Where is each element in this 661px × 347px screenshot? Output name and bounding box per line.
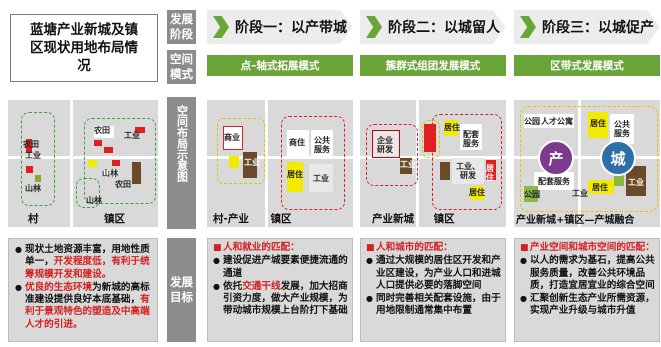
map1-caption: 村-产业 镇区 — [213, 213, 292, 225]
stage3-target-panel: 产业空间和城市空间的匹配： 以人的需求为基石，提高公共服务质量，改善公共环境品质… — [514, 238, 660, 342]
current-status-panel: 现状土地资源丰富，用地性质单一，开发程度低，有利于统筹规模开发和建设。 优良的生… — [8, 238, 158, 342]
row-label-target-text: 发展目标 — [170, 275, 193, 304]
map-label-farmland-3: 农田 — [115, 180, 131, 189]
current-status-item: 优良的生态环境为新城的高标准建设提供良好本底基础，有利于景观特色的塑造及中高端人… — [15, 282, 153, 331]
target-item: 依托交通干线发展，加大招商引资力度，做大产业规模，为带动城市规模上台阶打下基础 — [213, 281, 348, 318]
arrow-icon — [366, 16, 382, 38]
target-item: 通过大规模的居住区开发和产业区建设，为产业人口和进城人口提供必要的落脚空间 — [366, 255, 501, 292]
current-map: 农田 工业 山林 农田 工业 山林 农田 山林 村 镇区 — [8, 100, 158, 227]
map3-caption: 产业新城+镇区—产城融合 — [516, 215, 635, 226]
map1-label-industry-2: 工业 — [313, 174, 329, 183]
current-status-item: 现状土地资源丰富，用地性质单一，开发程度低，有利于统筹规模开发和建设。 — [15, 244, 153, 281]
row-label-mode-text: 空间模式 — [170, 52, 193, 81]
cheng-text: 城 — [610, 149, 626, 168]
map1-label-residential: 居住 — [287, 170, 303, 179]
target-item: 以人的需求为基石，提高公共服务质量，改善公共环境品质，打造宜居宜业的综合空间 — [520, 255, 656, 292]
map1-label-public-service: 公共服务 — [314, 136, 330, 154]
map3-label-park: 公园 — [524, 117, 540, 126]
target-item: 人和城市的匹配： — [366, 242, 501, 255]
map-label-farmland: 农田 — [23, 140, 39, 149]
row-label-target: 发展目标 — [167, 238, 196, 342]
cheng-badge: 城 — [600, 140, 636, 176]
chan-badge: 产 — [538, 140, 574, 176]
map2-label-industry-rd: 工业、研发 — [456, 162, 480, 180]
map-label-industry: 工业 — [25, 151, 41, 160]
map-label-forest-3: 山林 — [86, 196, 102, 205]
stage-label-1: 阶段一：以产带城 — [235, 20, 347, 36]
mode-bar-3: 区带式发展模式 — [514, 55, 660, 76]
stage-banner-2: 阶段二：以城留人 — [360, 10, 506, 44]
map3-label-residential-2: 居住 — [592, 183, 608, 192]
map-label-farmland-2: 农田 — [94, 126, 110, 135]
map1-label-industry: 工业 — [244, 158, 260, 167]
map2-caption: 产业新城 镇区 — [372, 213, 455, 225]
target-item: 人和就业的匹配： — [213, 242, 348, 255]
chan-text: 产 — [548, 149, 564, 168]
map1-label-commercial-residential: 商住 — [289, 138, 305, 147]
page-title: 蓝塘产业新城及镇区现状用地布局情况 — [30, 22, 138, 74]
mode-label-3: 区带式发展模式 — [550, 60, 624, 72]
map3-label-industry: 工业 — [572, 189, 588, 198]
stage1-map: 商业 工业 商住 公共服务 居住 工业 村-产业 镇区 — [207, 100, 353, 227]
map3-label-talent-apartment: 人才公寓 — [541, 117, 573, 126]
mode-bar-1: 点–轴式拓展模式 — [207, 55, 353, 76]
row-label-layout-text: 空间布局示意图 — [175, 105, 189, 182]
map3-label-supporting-service: 配套服务 — [538, 177, 570, 186]
map3-label-residential: 居住 — [590, 119, 606, 128]
map-caption-town: 镇区 — [104, 213, 125, 225]
row-label-layout: 空间布局示意图 — [167, 97, 196, 229]
map2-label-residential-2: 居住 — [486, 164, 494, 182]
map-caption-village: 村 — [28, 213, 39, 225]
map3-label-industry-2: 工业 — [628, 178, 644, 187]
target-item: 建设促进产城要素便捷流通的通道 — [213, 255, 348, 280]
stage2-target-panel: 人和城市的匹配： 通过大规模的居住区开发和产业区建设，为产业人口和进城人口提供必… — [360, 238, 506, 342]
row-label-stage-text: 发展阶段 — [170, 12, 193, 41]
map2-label-industry: 工业 — [400, 160, 416, 169]
row-label-stage: 发展阶段 — [167, 10, 196, 44]
map-label-forest: 山林 — [25, 184, 41, 193]
map2-label-supporting-service: 配套服务 — [463, 130, 479, 148]
map3-label-park-2: 公园 — [524, 190, 540, 199]
target-item: 产业空间和城市空间的匹配： — [520, 242, 656, 255]
arrow-icon — [213, 16, 229, 38]
stage-banner-3: 阶段三：以城促产 — [514, 10, 660, 44]
stage1-target-panel: 人和就业的匹配： 建设促进产城要素便捷流通的通道 依托交通干线发展，加大招商引资… — [207, 238, 353, 342]
stage-label-2: 阶段二：以城留人 — [388, 20, 500, 36]
target-item: 汇聚创新生态产业所需资源，实现产业升级与城市升值 — [520, 293, 656, 318]
mode-label-1: 点–轴式拓展模式 — [240, 60, 320, 72]
stage2-map: 企业研发 工业 配套服务 居住 工业、研发 居住 居住 产业新城 镇区 — [360, 100, 506, 227]
target-item: 同时完善相关配套设施，由于用地限制通常集中布置 — [366, 293, 501, 318]
map3-label-public-service: 公共服务 — [614, 120, 630, 138]
map-label-forest-2: 山林 — [102, 169, 118, 178]
row-label-mode: 空间模式 — [167, 50, 196, 84]
mode-label-2: 簇群式组团发展模式 — [385, 60, 481, 72]
map2-label-residential-3: 居住 — [469, 188, 485, 197]
map1-label-commercial: 商业 — [224, 133, 240, 142]
mode-bar-2: 簇群式组团发展模式 — [360, 55, 506, 76]
arrow-icon — [520, 16, 536, 38]
stage3-map: 产 城 公园 人才公寓 居住 公共服务 配套服务 工业 居住 公园 工业 产业新… — [514, 100, 660, 227]
map-label-industry-2: 工业 — [124, 131, 140, 140]
map2-label-residential: 居住 — [444, 123, 460, 132]
map2-label-enterprise-rd: 企业研发 — [377, 136, 393, 154]
stage-label-3: 阶段三：以城促产 — [542, 20, 654, 36]
stage-banner-1: 阶段一：以产带城 — [207, 10, 353, 44]
title-box: 蓝塘产业新城及镇区现状用地布局情况 — [10, 14, 158, 82]
